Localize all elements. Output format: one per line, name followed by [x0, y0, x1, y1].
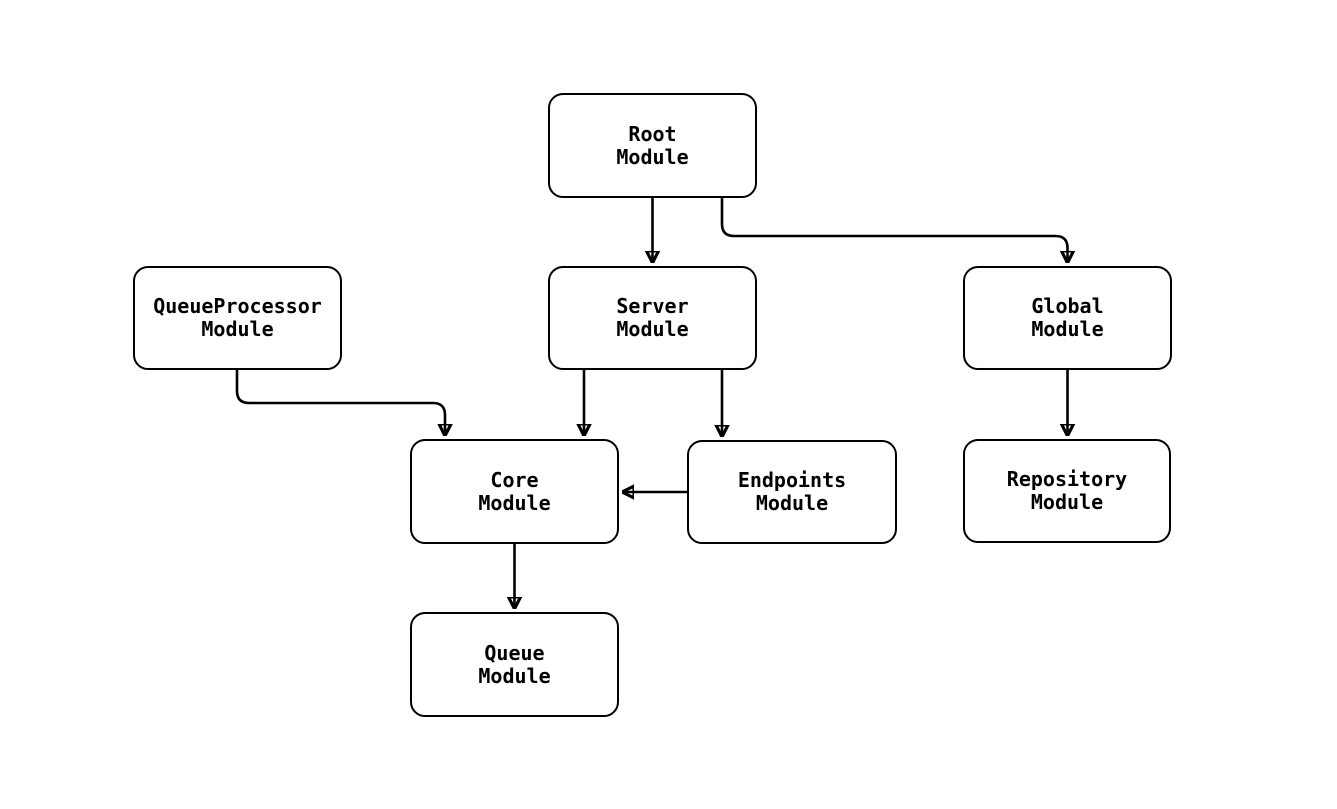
node-core-module: Core Module [410, 439, 619, 544]
node-label-line: Root [628, 121, 677, 146]
node-repository-module: Repository Module [963, 439, 1171, 543]
node-label-line: Module [478, 490, 551, 515]
node-label-line: Module [616, 144, 689, 169]
node-queueprocessor-module: QueueProcessor Module [133, 266, 342, 370]
node-label-line: Core [490, 467, 539, 492]
node-label-line: Repository [1006, 467, 1128, 491]
node-label-line: Module [616, 317, 689, 341]
node-label-line: Module [1030, 490, 1104, 514]
node-endpoints-module: Endpoints Module [687, 440, 897, 544]
node-label-line: Endpoints [737, 468, 847, 492]
edge-queueprocessor-to-core [235, 370, 445, 436]
edge-root-to-global [720, 198, 1068, 263]
node-label-line: QueueProcessor [153, 294, 322, 318]
node-label-line: Module [478, 663, 551, 688]
node-label-line: Queue [484, 640, 545, 665]
node-root-module: Root Module [548, 93, 757, 198]
node-queue-module: Queue Module [410, 612, 619, 717]
node-label-line: Module [1031, 317, 1104, 341]
node-label-line: Global [1031, 294, 1104, 318]
node-label-line: Server [616, 294, 689, 318]
node-global-module: Global Module [963, 266, 1172, 370]
node-label-line: Module [201, 317, 274, 341]
node-label-line: Module [755, 491, 829, 515]
node-server-module: Server Module [548, 266, 757, 370]
